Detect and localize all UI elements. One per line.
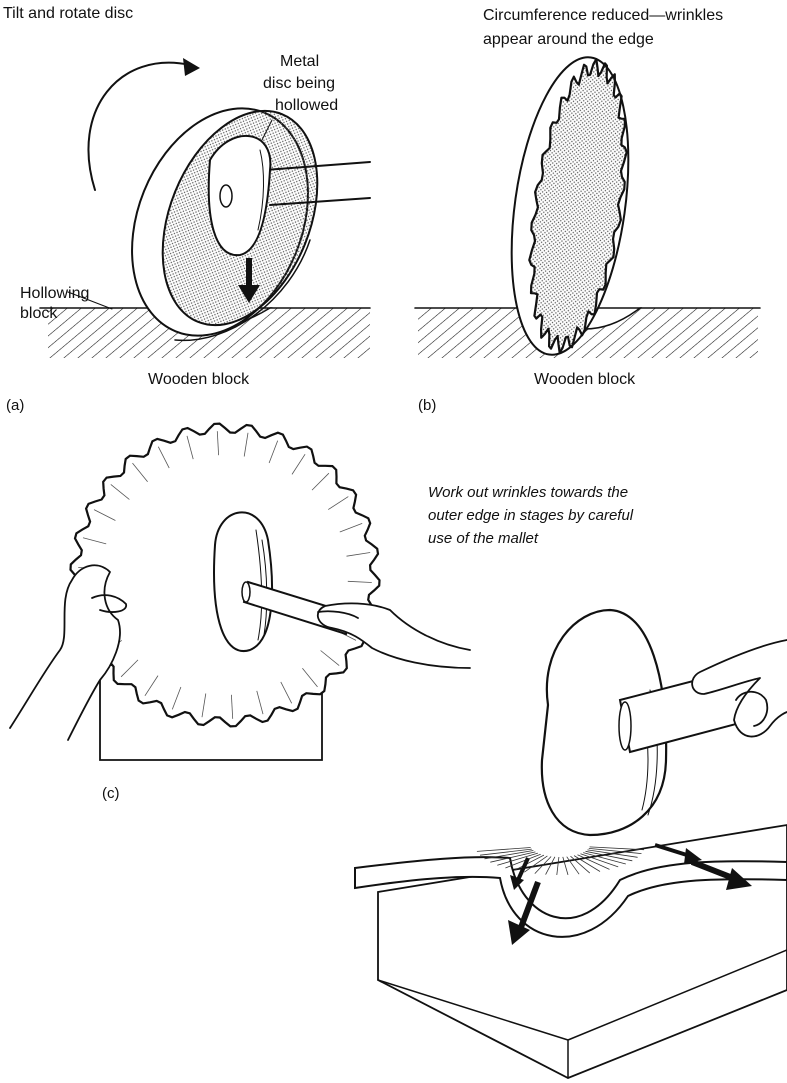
panel-a: Tilt and rotate disc Metal disc being ho…: [3, 5, 370, 414]
label-outer-edge: outer edge in stages by careful: [428, 507, 634, 524]
label-circumference: Circumference reduced—wrinkles: [483, 7, 723, 24]
label-wooden-block-a: Wooden block: [148, 371, 250, 388]
label-panel-a: (a): [6, 397, 24, 414]
label-tilt-rotate: Tilt and rotate disc: [3, 5, 133, 22]
label-panel-c: (c): [102, 785, 120, 802]
sheet-metal: [355, 825, 787, 1078]
label-panel-b: (b): [418, 397, 436, 414]
panel-c: Work out wrinkles towards the outer edge…: [10, 424, 787, 1078]
label-use-mallet: use of the mallet: [428, 530, 539, 547]
label-wrinkles-appear: appear around the edge: [483, 31, 654, 48]
label-metal: Metal: [280, 53, 319, 70]
label-block: block: [20, 305, 58, 322]
panel-b: Circumference reduced—wrinkles appear ar…: [415, 7, 760, 414]
label-wooden-block-b: Wooden block: [534, 371, 636, 388]
label-work-out: Work out wrinkles towards the: [428, 484, 628, 501]
label-disc-being: disc being: [263, 75, 335, 92]
label-hollowing: Hollowing: [20, 285, 89, 302]
label-hollowed: hollowed: [275, 97, 338, 114]
